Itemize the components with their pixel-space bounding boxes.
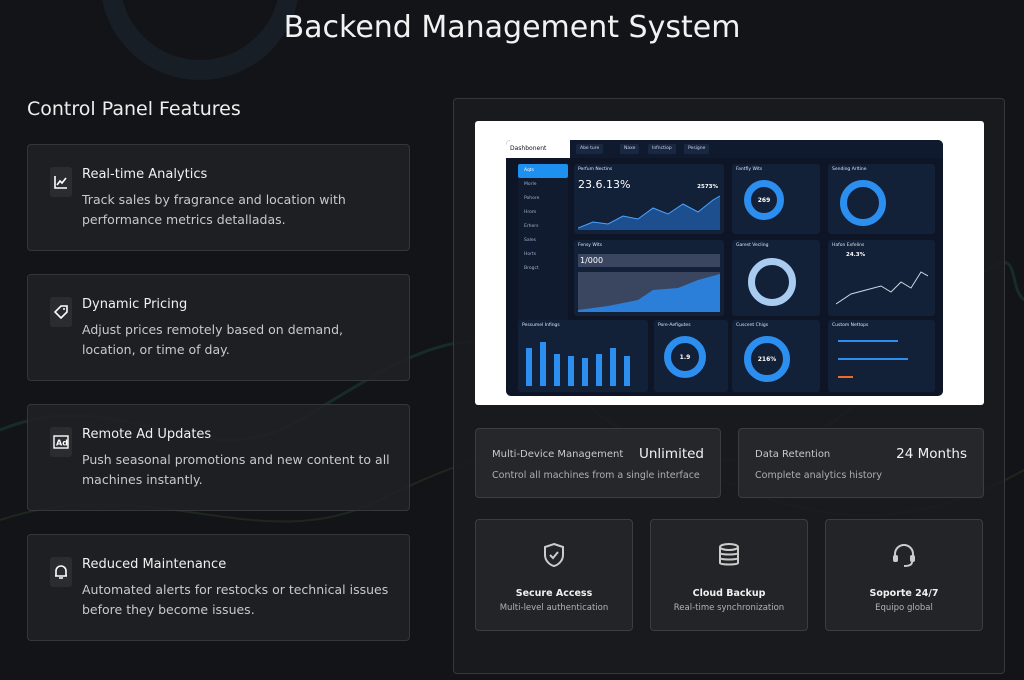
stat-card-retention: Data Retention 24 Months Complete analyt… (738, 428, 984, 498)
donut-chart (840, 180, 886, 226)
chart-line-icon (50, 167, 72, 197)
dashboard-sidebar: Aqts Morle Pohore Hrom Erhers Sales Hort… (518, 164, 568, 334)
feature-title: Reduced Maintenance (82, 557, 227, 572)
mini-title: Cloud Backup (692, 588, 766, 599)
stat-value: Unlimited (638, 446, 704, 462)
stat-label: Multi-Device Management (492, 449, 624, 460)
stat-value: 24 Months (896, 446, 967, 462)
dashboard-side-item: Horts (524, 252, 537, 257)
dashboard-card: Pessumel Infings (518, 320, 648, 392)
card-title: Fantfly Wits (736, 167, 763, 172)
donut-chart (748, 258, 796, 306)
card-title: Garest Vecling (736, 243, 769, 248)
stat-label: Data Retention (755, 449, 831, 460)
area-chart (578, 195, 720, 230)
dashboard-pill: Infnctiop (648, 144, 676, 154)
dashboard-card: Fantfly Wits 269 (732, 164, 820, 234)
card-title: Pore-Aefigutes (658, 323, 691, 328)
feature-title: Real-time Analytics (82, 167, 208, 182)
bell-icon (50, 557, 72, 587)
feature-desc: Automated alerts for restocks or technic… (82, 582, 389, 617)
card-title: Hafon Exfelins (832, 243, 865, 248)
feature-card-pricing: Dynamic Pricing Adjust prices remotely b… (27, 274, 410, 381)
stat-sub: Complete analytics history (755, 470, 882, 481)
mini-title: Secure Access (515, 588, 593, 599)
dashboard-pill: Naxe (620, 144, 640, 154)
mini-sub: Equipo global (875, 603, 933, 613)
dashboard-mock: Dashbonent Abe ture Naxe Infnctiop Pesig… (506, 140, 943, 396)
dashboard-card: Perfum Nectins 23.6.13% 2573% (574, 164, 724, 234)
dashboard-side-item: Sales (524, 238, 536, 243)
feature-title: Remote Ad Updates (82, 427, 212, 442)
section-title: Control Panel Features (27, 98, 241, 120)
svg-text:Ad: Ad (56, 439, 68, 448)
mini-sub: Multi-level authentication (499, 603, 609, 613)
dashboard-card: Pore-Aefigutes 1.9 (654, 320, 728, 392)
dashboard-logo: Dashbonent (506, 140, 570, 158)
dashboard-side-item: Morle (524, 182, 537, 187)
progress-bars (838, 340, 908, 378)
headset-icon (826, 542, 982, 568)
bar-chart (526, 342, 630, 386)
dashboard-side-item: Hrom (524, 210, 537, 215)
mini-card-backup: Cloud Backup Real-time synchronization (650, 519, 808, 631)
dashboard-card: Cuscent Chigs 216% (732, 320, 820, 392)
feature-title: Dynamic Pricing (82, 297, 188, 312)
dashboard-card: Fensy Wits 1/000 (574, 240, 724, 316)
card-side-value: 2573% (697, 184, 718, 190)
dashboard-card: Custom Nettops (828, 320, 935, 392)
donut-chart: 216% (744, 336, 790, 382)
feature-desc: Track sales by fragrance and location wi… (82, 192, 346, 227)
donut-chart: 1.9 (664, 336, 706, 378)
stat-card-devices: Multi-Device Management Unlimited Contro… (475, 428, 721, 498)
dashboard-side-item: Erhers (524, 224, 539, 229)
dashboard-pill: Pesigne (684, 144, 710, 154)
donut-chart: 269 (744, 180, 784, 220)
dashboard-side-item: Brogct (524, 266, 539, 271)
shield-check-icon (476, 542, 632, 568)
donut-value: 216% (757, 355, 777, 363)
dashboard-screenshot: Dashbonent Abe ture Naxe Infnctiop Pesig… (475, 121, 984, 405)
card-title: Perfum Nectins (578, 167, 613, 172)
mini-card-support: Soporte 24/7 Equipo global (825, 519, 983, 631)
ad-icon: Ad (50, 427, 72, 457)
dashboard-side-item: Pohore (524, 196, 540, 201)
dashboard-pill: Abe ture (576, 144, 604, 154)
donut-value: 269 (757, 196, 771, 204)
card-title: Fensy Wits (578, 243, 603, 248)
mini-sub: Real-time synchronization (673, 603, 785, 613)
dashboard-side-item: Aqts (518, 164, 568, 178)
dashboard-card: Garest Vecling (732, 240, 820, 316)
feature-card-ads: Ad Remote Ad Updates Push seasonal promo… (27, 404, 410, 511)
card-title: Pessumel Infings (522, 323, 560, 328)
donut-value: 1.9 (679, 353, 691, 361)
feature-card-maintenance: Reduced Maintenance Automated alerts for… (27, 534, 410, 641)
card-value: 1/000 (578, 254, 720, 267)
mini-card-secure: Secure Access Multi-level authentication (475, 519, 633, 631)
feature-desc: Adjust prices remotely based on demand, … (82, 322, 343, 357)
tag-icon (50, 297, 72, 327)
dashboard-card: Sending Arltine (828, 164, 935, 234)
feature-desc: Push seasonal promotions and new content… (82, 452, 390, 487)
card-value: 23.6.13% (578, 178, 631, 191)
line-chart (836, 271, 928, 305)
card-title: Custom Nettops (832, 323, 869, 328)
card-pct-value: 24.3% (846, 252, 866, 258)
card-title: Sending Arltine (832, 167, 867, 172)
area-chart (578, 272, 720, 312)
stat-sub: Control all machines from a single inter… (492, 470, 700, 481)
page-title: Backend Management System (283, 10, 741, 45)
database-icon (651, 542, 807, 568)
feature-card-analytics: Real-time Analytics Track sales by fragr… (27, 144, 410, 251)
mini-title: Soporte 24/7 (869, 588, 939, 599)
dashboard-card: Hafon Exfelins 24.3% (828, 240, 935, 316)
dashboard-topbar: Dashbonent Abe ture Naxe Infnctiop Pesig… (506, 140, 943, 158)
card-title: Cuscent Chigs (736, 323, 769, 328)
